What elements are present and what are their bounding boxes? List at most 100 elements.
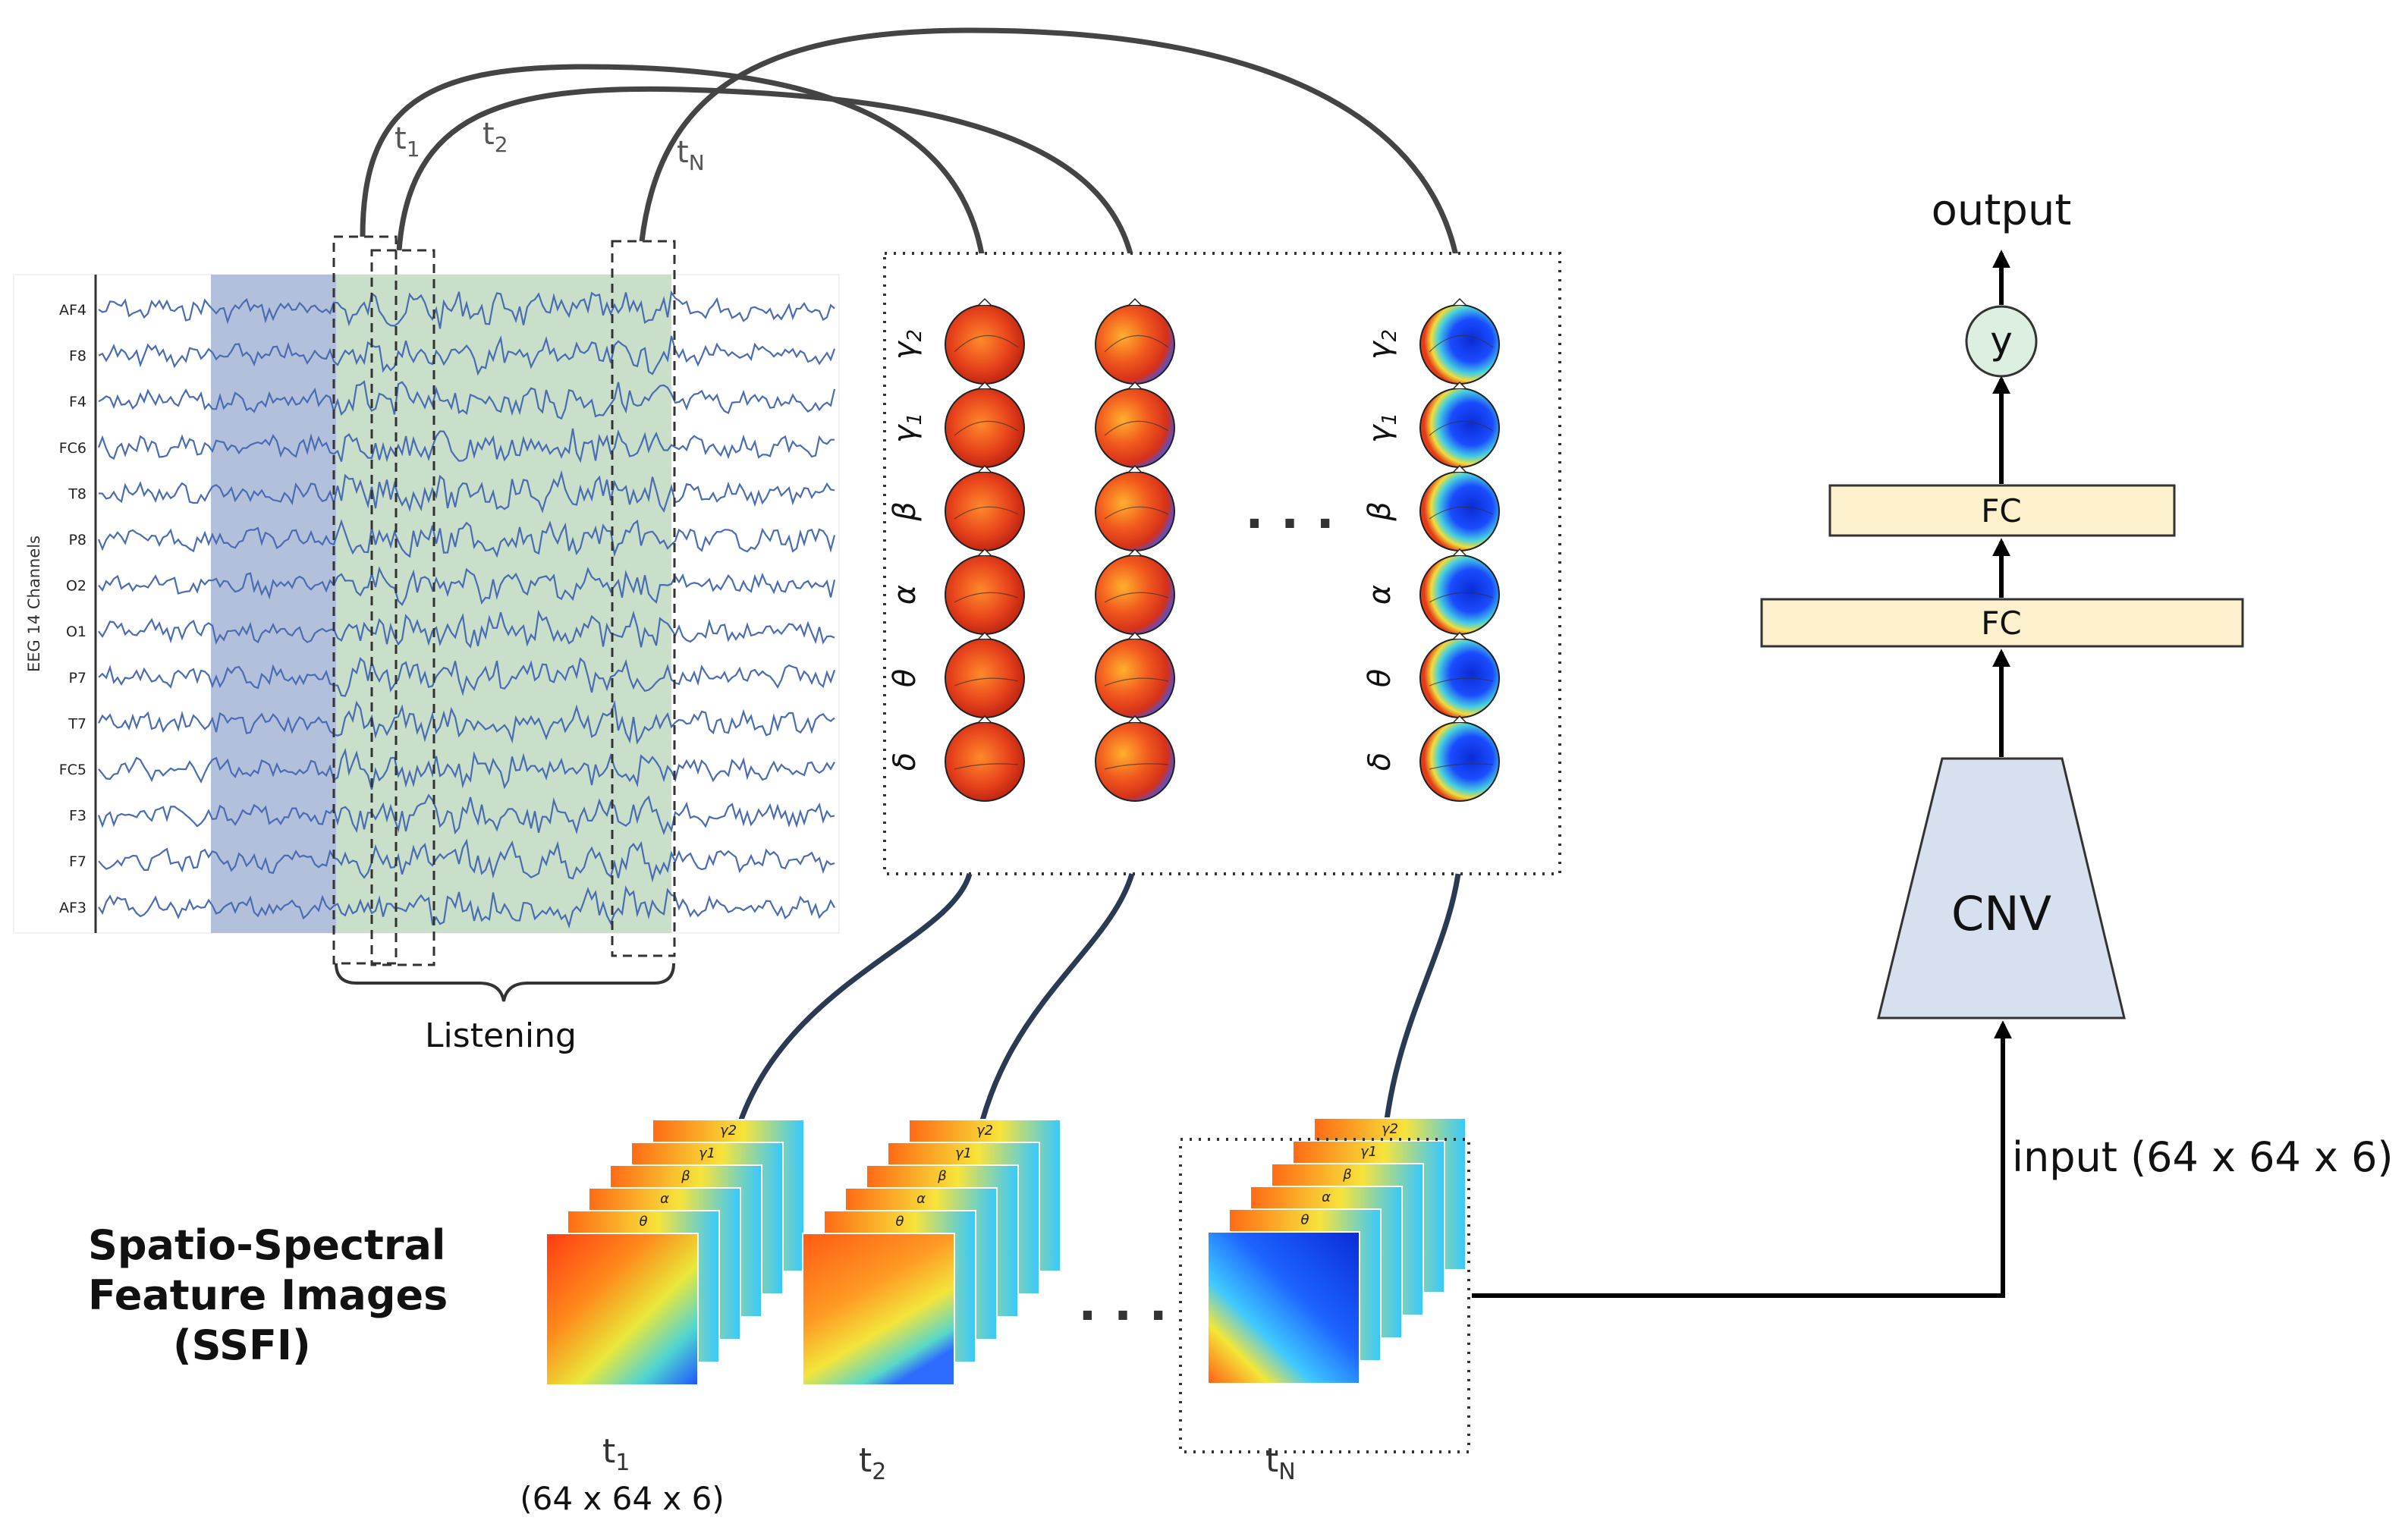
channel-label-fc5: FC5: [59, 762, 86, 778]
listening-bracket: [335, 963, 675, 1002]
window-label-tN: tN: [677, 135, 705, 175]
window-label-t1: t1: [395, 121, 420, 162]
band-label-col1-row6: δ: [888, 752, 923, 771]
baseline-region: [211, 275, 336, 933]
arrow-t1-to-col1: [360, 64, 997, 283]
band-label-col1-row5: θ: [888, 669, 923, 687]
window-to-topomap-arrows: [360, 27, 1470, 283]
arrow-t2-to-col2: [396, 86, 1146, 283]
ssfi-layer-δ: [802, 1233, 955, 1386]
topomap-col2-row6: [1095, 715, 1175, 802]
topomap-col3-row1: [1419, 297, 1500, 385]
topomap-col1-row6: [945, 715, 1025, 802]
channel-label-o2: O2: [66, 578, 86, 595]
ssfi-title-line-3: (SSFI): [173, 1321, 311, 1369]
svg-text:γ1: γ1: [699, 1145, 715, 1161]
eeg-traces: [97, 290, 836, 929]
ssfi-time-tN: tN: [1265, 1441, 1296, 1485]
ssfi-size-t1: (64 x 64 x 6): [520, 1480, 725, 1517]
arrow-col2-to-ssfi-t2: [962, 873, 1135, 1173]
fc-bottom-block: [1760, 598, 2244, 648]
eeg-panel: EEG 14 Channels AF4F8F4FC6T8P8O2O1P7T7FC…: [13, 274, 840, 934]
svg-text:θ: θ: [639, 1214, 647, 1230]
channel-label-af3: AF3: [59, 900, 86, 916]
svg-text:γ2: γ2: [976, 1123, 993, 1139]
svg-text:β: β: [681, 1168, 690, 1184]
eeg-trace-f8: [98, 335, 836, 376]
input-label: input (64 x 64 x 6): [2012, 1133, 2394, 1181]
svg-text:γ2: γ2: [720, 1123, 737, 1139]
topomap-grid: [945, 297, 1500, 802]
channel-label-fc6: FC6: [59, 440, 86, 457]
ssfi-layer-δ: [1207, 1231, 1360, 1384]
svg-text:α: α: [916, 1191, 926, 1207]
channel-label-f4: F4: [69, 394, 86, 410]
channel-label-o1: O1: [66, 624, 86, 640]
eeg-trace-f3: [97, 793, 835, 836]
ssfi-title: Spatio-Spectral Feature Images (SSFI): [88, 1221, 448, 1369]
band-label-colN-row4: α: [1363, 585, 1397, 605]
ssfi-time-t1: t1: [602, 1432, 630, 1476]
channel-label-f8: F8: [69, 348, 86, 365]
ssfi-stack-t1: γ2 γ1 βαθ: [545, 1119, 805, 1386]
band-label-colN-row2: γ1: [1363, 413, 1401, 443]
eeg-axis-label: EEG 14 Channels: [25, 536, 43, 672]
svg-text:γ2: γ2: [1382, 1121, 1398, 1137]
svg-text:γ1: γ1: [955, 1145, 972, 1161]
channel-label-f3: F3: [69, 808, 86, 825]
eeg-trace-p8: [97, 519, 836, 558]
eeg-trace-t7: [98, 699, 835, 745]
svg-text:α: α: [660, 1191, 669, 1207]
channel-label-af4: AF4: [59, 302, 86, 319]
svg-text:β: β: [1342, 1167, 1352, 1183]
output-label: output: [1932, 186, 2072, 235]
band-label-col1-row2: γ1: [888, 413, 926, 443]
svg-text:α: α: [1322, 1189, 1331, 1205]
topomap-col3-row2: [1419, 381, 1500, 468]
eeg-trace-af3: [98, 885, 835, 929]
eeg-trace-f4: [98, 380, 836, 420]
eeg-trace-af4: [98, 290, 835, 329]
band-label-col1-row3: β: [888, 501, 923, 522]
band-label-colN-row1: γ2: [1363, 329, 1401, 360]
channel-label-f7: F7: [69, 853, 86, 870]
cnv-label: CNV: [1951, 886, 2051, 941]
listening-label: Listening: [425, 1016, 577, 1055]
channel-label-t7: T7: [68, 715, 86, 732]
topomap-to-ssfi-arrows: [718, 873, 1461, 1173]
svg-text:β: β: [937, 1168, 947, 1184]
band-label-col1-row1: γ2: [888, 329, 926, 360]
ssfi-title-line-1: Spatio-Spectral: [88, 1221, 445, 1269]
channel-label-p8: P8: [68, 532, 86, 548]
topomap-col3-row6: [1419, 715, 1500, 802]
ssfi-layer-δ: [545, 1233, 699, 1386]
window-t2: [370, 249, 435, 966]
eeg-trace-o1: [98, 609, 835, 649]
ssfi-time-t2: t2: [859, 1441, 886, 1485]
channel-label-t8: T8: [68, 485, 86, 502]
fc-top-label: FC: [1981, 492, 2021, 529]
channel-label-p7: P7: [68, 670, 86, 686]
topomap-col2-row5: [1095, 631, 1175, 718]
ssfi-ellipsis: . . .: [1078, 1276, 1168, 1332]
eeg-trace-f7: [98, 838, 835, 883]
eeg-trace-fc5: [98, 747, 835, 790]
y-node: [1965, 305, 2038, 378]
svg-text:θ: θ: [1300, 1212, 1309, 1228]
band-label-col1-row4: α: [888, 585, 923, 605]
cnv-block: [1877, 757, 2126, 1019]
ssfi-to-cnv-connector: [1472, 1020, 2012, 1298]
listening-region: [336, 275, 671, 933]
ssfi-title-line-2: Feature Images: [88, 1271, 448, 1319]
svg-text:θ: θ: [895, 1214, 904, 1230]
eeg-trace-fc6: [97, 428, 835, 463]
eeg-trace-p7: [98, 657, 836, 697]
network: CNV FC FC y output: [1760, 186, 2244, 1019]
svg-text:γ1: γ1: [1360, 1144, 1377, 1160]
arrow-col1-to-ssfi-t1: [718, 873, 973, 1173]
ssfi-stack-tN: γ2 γ1 βαθ: [1207, 1117, 1466, 1384]
